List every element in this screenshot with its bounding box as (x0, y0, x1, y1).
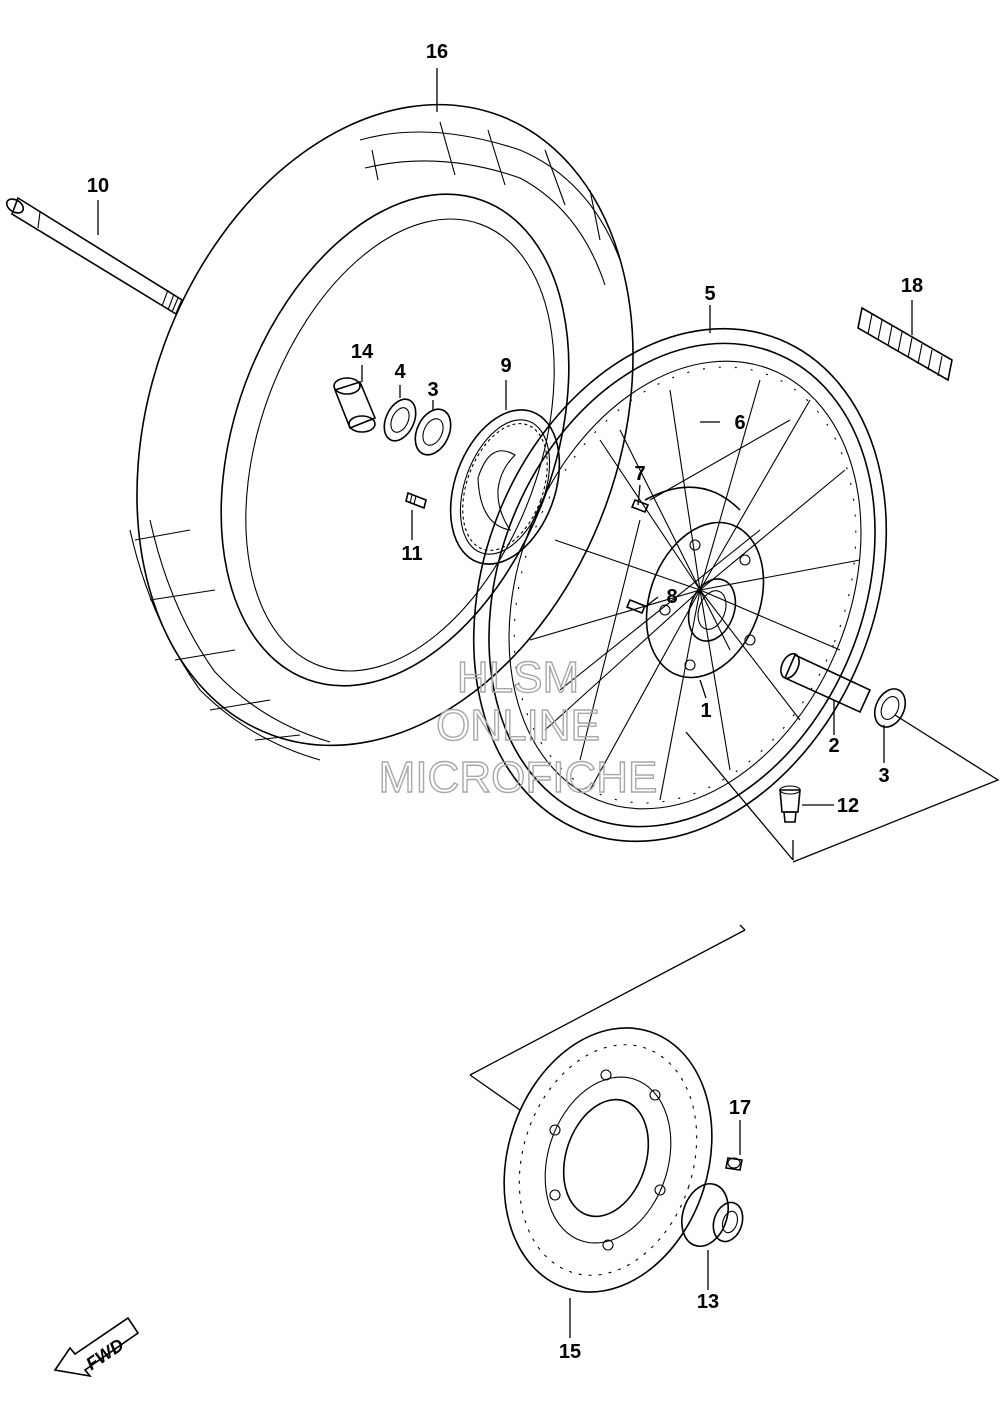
callout-9: 9 (500, 355, 511, 377)
callout-5: 5 (704, 283, 715, 305)
seal (383, 398, 417, 442)
fwd-arrow: FWD (53, 1316, 140, 1378)
callout-4: 4 (394, 361, 406, 383)
callout-11: 12 (837, 795, 859, 817)
spacer-left (333, 377, 377, 433)
callout-10: 11 (401, 543, 422, 565)
callout-8: 8 (666, 586, 677, 608)
callout-14: 14 (351, 341, 374, 363)
callout-17: 16 (426, 41, 448, 63)
callout-13: 13 (697, 1291, 719, 1313)
callout-15: 15 (559, 1341, 581, 1363)
hub (644, 486, 765, 679)
watermark-line-1: HLSM (457, 653, 579, 702)
fwd-label: FWD (82, 1335, 127, 1374)
spoke-set (529, 379, 861, 801)
spacer (780, 652, 872, 714)
watermark-line-2: ONLINE (436, 701, 600, 750)
bearing (873, 688, 907, 728)
callout-6: 6 (734, 412, 745, 434)
bearing-left (414, 408, 452, 456)
sensor-ring-bolt (405, 491, 427, 510)
watermark-line-3: MICROFICHE (379, 753, 658, 802)
collar (681, 1183, 744, 1247)
rim (472, 327, 888, 843)
callout-leaders (97, 68, 913, 1338)
brake-disc (503, 1027, 713, 1293)
balancer-weight (857, 306, 953, 382)
watermark: HLSM ONLINE MICROFICHE (378, 652, 658, 802)
callout-16: 17 (729, 1097, 751, 1119)
callout-3-left: 3 (427, 379, 438, 401)
callout-18: 18 (901, 275, 923, 297)
callout-2: 2 (828, 735, 839, 757)
callout-3-right: 3 (878, 765, 889, 787)
tire (129, 103, 634, 761)
axle (5, 196, 184, 316)
screw (630, 498, 650, 514)
callout-7: 7 (634, 463, 645, 485)
callout-labels: 16 10 5 18 14 9 4 3 6 7 11 8 1 2 3 12 17… (87, 41, 923, 1363)
callout-1: 1 (700, 700, 711, 722)
screw-lower (625, 598, 647, 615)
assembly-lines (469, 714, 1000, 1111)
disc-bolt (725, 1157, 743, 1171)
callout-12: 10 (87, 175, 109, 197)
valve (779, 785, 801, 823)
